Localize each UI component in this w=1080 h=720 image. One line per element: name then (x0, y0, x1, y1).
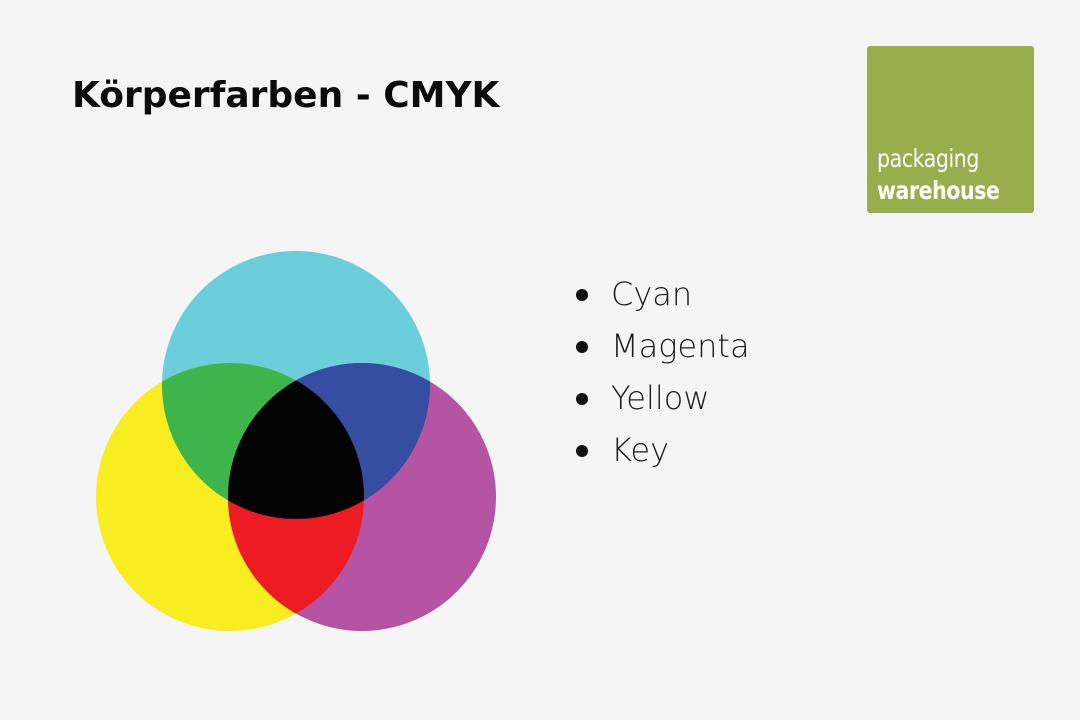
bullet-icon (576, 289, 588, 301)
list-item-magenta: Magenta (574, 320, 750, 372)
list-item-label: Yellow (611, 379, 710, 417)
list-item-label: Magenta (611, 327, 750, 365)
list-item-label: Cyan (611, 275, 693, 313)
logo-text-warehouse: warehouse (877, 176, 1000, 205)
packaging-warehouse-logo: packaging warehouse (867, 46, 1034, 213)
bullet-icon (576, 341, 588, 353)
list-item-label: Key (611, 431, 670, 469)
list-item-cyan: Cyan (574, 268, 750, 320)
bullet-icon (576, 393, 588, 405)
page-title: Körperfarben - CMYK (72, 75, 500, 116)
key-black-center (228, 363, 364, 519)
logo-text-packaging: packaging (877, 144, 979, 173)
list-item-key: Key (574, 424, 750, 476)
list-item-yellow: Yellow (574, 372, 750, 424)
bullet-icon (576, 445, 588, 457)
cmyk-venn-diagram (96, 251, 496, 631)
color-list: Cyan Magenta Yellow Key (574, 268, 750, 476)
